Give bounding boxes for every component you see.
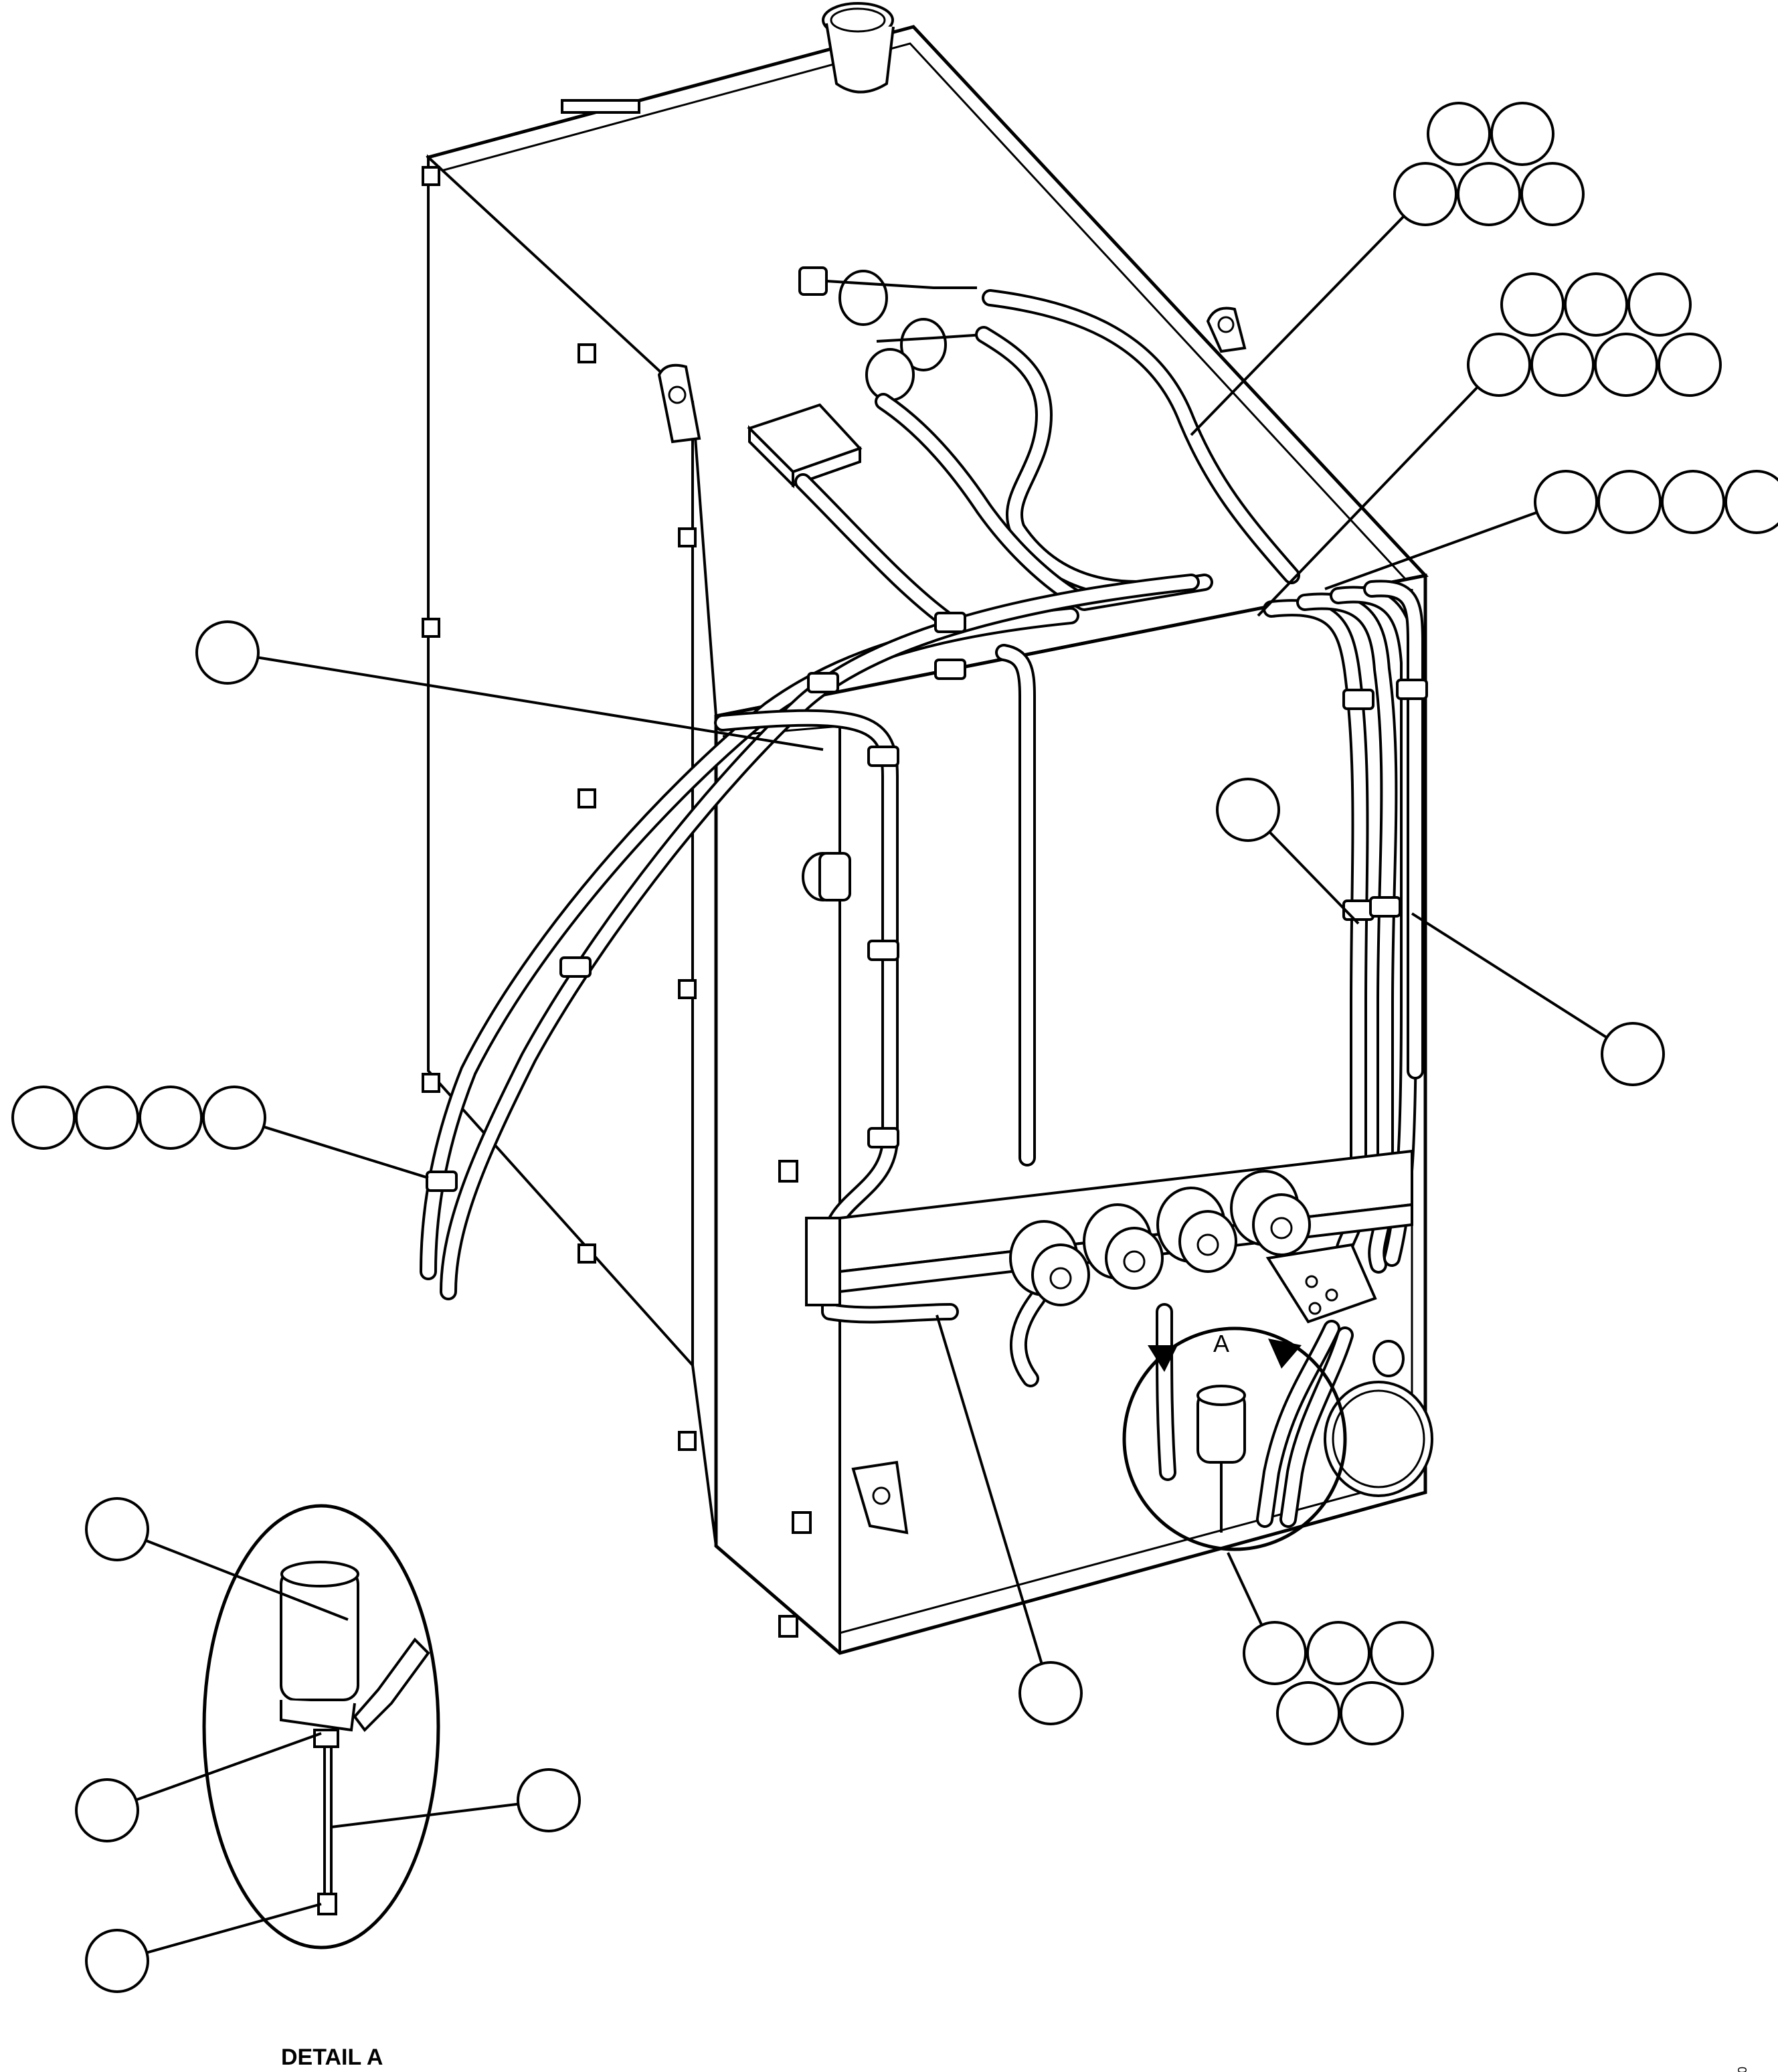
hose-fill-2 (978, 329, 1144, 595)
callouts-top-right-hose (1190, 102, 1585, 436)
hose-clamp-9 (1342, 689, 1374, 710)
callout-bubble (1276, 1681, 1340, 1745)
leader-line (116, 1903, 322, 1962)
leader-line (1411, 912, 1634, 1055)
callout-bubble (75, 1086, 139, 1150)
filter-3 (1156, 1187, 1237, 1273)
callouts-bottom-fitting (1227, 1552, 1434, 1745)
callout-bubble (1530, 333, 1595, 397)
hose-fill-15 (1158, 1306, 1174, 1478)
callout-bubble (85, 1929, 149, 1993)
leader-line (331, 1799, 549, 1828)
tank-body (422, 25, 1429, 1655)
callout-bubble (1661, 470, 1725, 534)
callouts-top-tee (1257, 272, 1722, 617)
filter-manifold (802, 852, 1433, 1497)
callouts-detail-a (75, 1497, 581, 1993)
callouts-left-clamp-lower (11, 1086, 429, 1179)
hose-clamp-10 (1396, 679, 1428, 700)
callout-bubble (139, 1086, 203, 1150)
callout-bubble (1534, 470, 1598, 534)
callout-bubble (1370, 1621, 1434, 1685)
callout-bubble (1564, 272, 1628, 337)
hose-clamp-2 (934, 612, 966, 633)
callout-bubble (1594, 333, 1658, 397)
hose-fill-13 (1259, 1322, 1338, 1525)
hose-fill-14 (1282, 1329, 1351, 1525)
hose-clamp-4 (867, 746, 899, 767)
filter-2 (1083, 1203, 1164, 1290)
filter-4 (1230, 1170, 1311, 1256)
leader-line (106, 1732, 322, 1812)
leader-line (936, 1314, 1052, 1694)
callouts (11, 102, 1778, 1993)
detail-a-title: DETAIL A (281, 2045, 383, 2070)
callout-bubble (1457, 162, 1521, 226)
view-arrow-right (1268, 1339, 1302, 1369)
drawing-number: 83300 (1736, 2067, 1749, 2072)
callout-bubble (1500, 272, 1565, 337)
callout-bubble (1243, 1621, 1307, 1685)
callout-bubble (1340, 1681, 1404, 1745)
callouts-right-clamps (1216, 778, 1665, 1086)
callout-bubble (85, 1497, 149, 1561)
hose-clamp-5 (867, 940, 899, 961)
callout-bubble (1724, 470, 1778, 534)
hose-clamp-6 (867, 1127, 899, 1148)
hose-fill-7 (717, 711, 956, 1321)
junction-box (747, 403, 863, 489)
callout-bubble (1306, 1621, 1370, 1685)
detail-a-circle: A (1122, 1326, 1347, 1551)
detail-a-view: DETAIL A (202, 1504, 440, 2070)
callouts-left-clamp-upper (195, 620, 824, 751)
leader-line (1257, 363, 1500, 617)
callout-bubble (1490, 102, 1554, 166)
callout-bubble (1467, 333, 1531, 397)
view-label-a: A (1213, 1330, 1229, 1357)
hose-fill-1 (984, 292, 1298, 582)
hose-fill-12 (1366, 582, 1421, 1077)
leader-line (234, 1116, 429, 1179)
callout-bubble (75, 1778, 139, 1842)
filter-1 (1009, 1220, 1090, 1306)
callout-bubble (1658, 333, 1722, 397)
filler-cap (822, 2, 895, 94)
hose-clamp-11 (1342, 899, 1374, 921)
leader-line (227, 651, 824, 751)
callout-bubble (195, 620, 260, 685)
callouts-right-fitting (1324, 470, 1778, 590)
hose-fill-16 (1012, 1292, 1043, 1385)
callouts-bottom-clamp (936, 1314, 1083, 1725)
hose-clamp-8 (426, 1171, 458, 1192)
callout-bubble (1597, 470, 1662, 534)
callout-bubble (1627, 272, 1692, 337)
hose-clamp-12 (1369, 896, 1401, 918)
callout-bubble (202, 1086, 266, 1150)
callout-bubble (1601, 1022, 1665, 1086)
callout-bubble (1018, 1661, 1083, 1725)
leader-line (1190, 193, 1427, 436)
hose-fill-8 (998, 646, 1033, 1164)
callout-bubble (1216, 778, 1280, 842)
hose-clamp-1 (807, 672, 839, 693)
callout-bubble (11, 1086, 76, 1150)
callout-bubble (1520, 162, 1585, 226)
callout-bubble (517, 1768, 581, 1832)
hose-clamp-7 (559, 956, 592, 978)
leader-line (1324, 501, 1567, 590)
hose-clamp-3 (934, 659, 966, 680)
hose-fill-3 (877, 396, 1211, 608)
leader-line (116, 1528, 349, 1621)
callout-bubble (1427, 102, 1491, 166)
callout-bubble (1393, 162, 1457, 226)
hose-fill-4 (797, 476, 956, 628)
view-arrow-left (1148, 1345, 1178, 1372)
